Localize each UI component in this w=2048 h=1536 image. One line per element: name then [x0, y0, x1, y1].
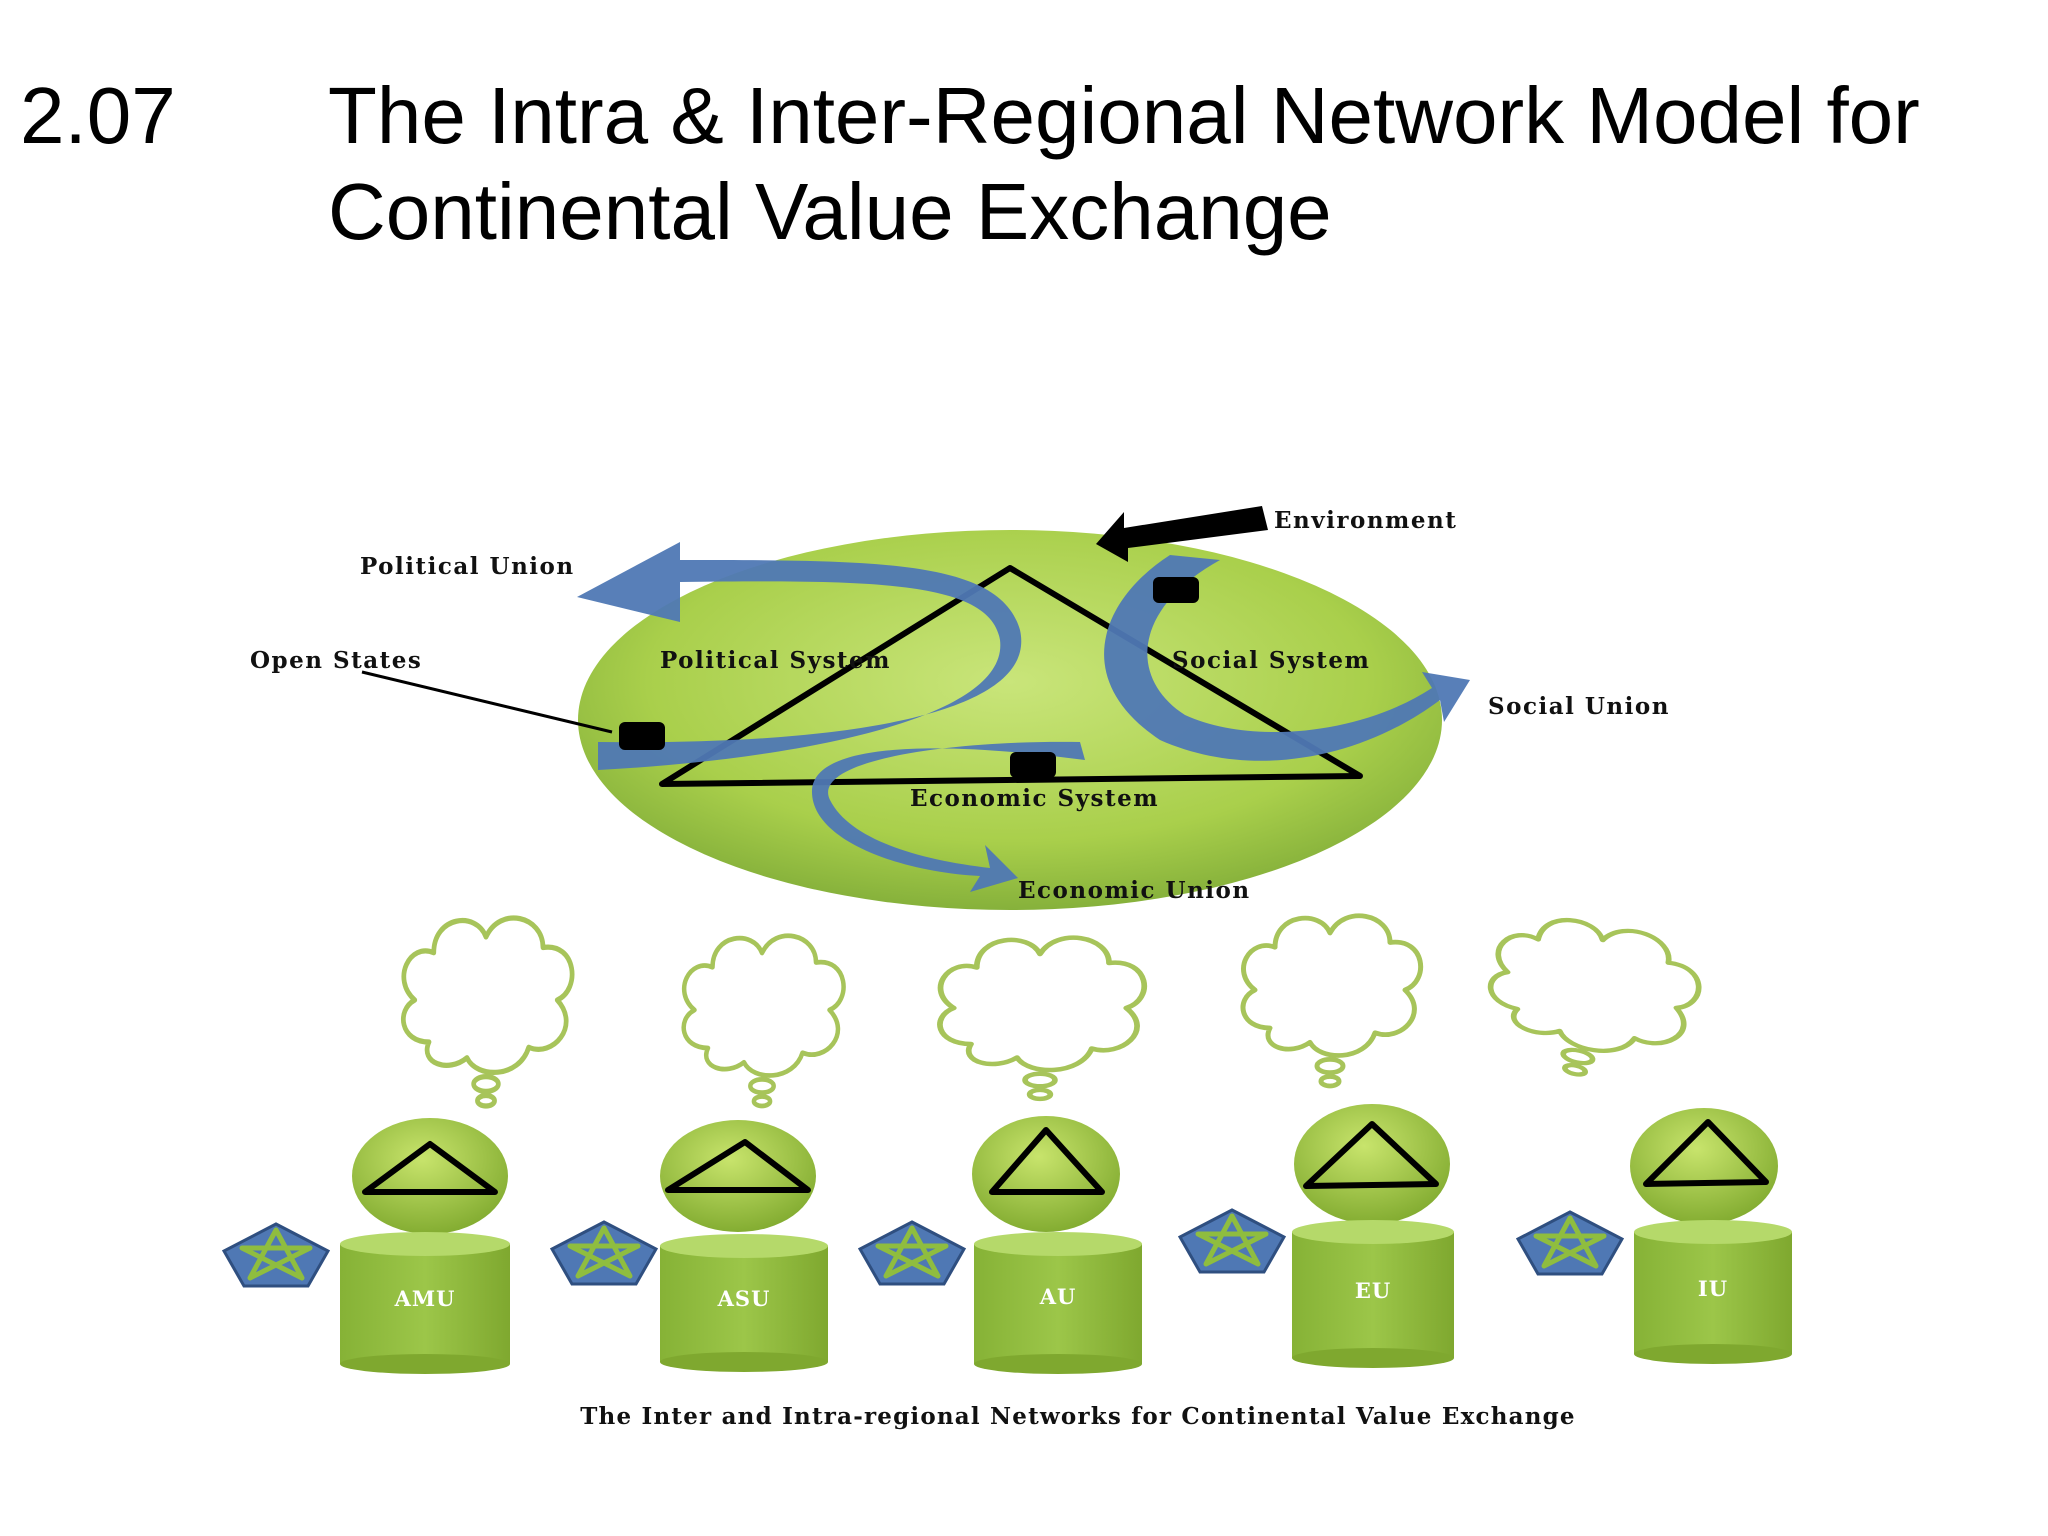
system-triangle: [659, 565, 1363, 787]
thought-cloud-icon: [1243, 916, 1421, 1086]
open-states-pointer: [361, 670, 613, 734]
regional-node-asu: [660, 1120, 816, 1232]
regional-node-eu: [1294, 1104, 1450, 1224]
unit-label-iu: IU: [1698, 1276, 1728, 1301]
unit-label-asu: ASU: [717, 1286, 771, 1311]
slide-number: 2.07: [20, 71, 176, 160]
unit-cylinder-amu: AMU: [340, 1232, 510, 1374]
open-states-label: Open States: [250, 647, 422, 674]
pentagram-icon: [224, 1224, 328, 1286]
economic-system-label: Economic System: [910, 785, 1159, 812]
thought-cloud-icon: [403, 918, 572, 1106]
regional-oval: [578, 530, 1442, 910]
economic-node: [1010, 752, 1056, 778]
social-union-label: Social Union: [1488, 693, 1670, 720]
thought-cloud-icon: [940, 938, 1144, 1099]
open-states-node: [619, 722, 665, 750]
regional-node-iu: [1630, 1108, 1778, 1224]
environment-arrow: [1096, 506, 1268, 562]
diagram-caption: The Inter and Intra-regional Networks fo…: [580, 1403, 1576, 1430]
regional-node-au: [972, 1116, 1120, 1232]
unit-cylinder-au: AU: [974, 1232, 1142, 1374]
pentagram-icon: [860, 1222, 964, 1284]
regional-node-amu: [352, 1118, 508, 1234]
pentagram-icon: [552, 1222, 656, 1284]
economic-union-label: Economic Union: [1018, 877, 1251, 904]
slide-title: 2.07 The Intra & Inter-Regional Network …: [0, 58, 2048, 258]
economic-union-arrow: [811, 741, 1085, 892]
social-node: [1153, 577, 1199, 603]
political-system-label: Political System: [660, 647, 891, 674]
unit-cylinder-eu: EU: [1292, 1220, 1454, 1368]
thought-cloud-icon: [1476, 904, 1707, 1095]
pentagram-icon: [1518, 1212, 1622, 1274]
environment-label: Environment: [1274, 507, 1457, 534]
unit-label-au: AU: [1039, 1284, 1077, 1309]
social-system-label: Social System: [1172, 647, 1370, 674]
political-union-label: Political Union: [360, 553, 575, 580]
unit-label-amu: AMU: [394, 1286, 456, 1311]
unit-cylinder-asu: ASU: [660, 1234, 828, 1372]
pentagram-icon: [1180, 1210, 1284, 1272]
slide-heading: The Intra & Inter-Regional Network Model…: [328, 71, 1920, 256]
thought-cloud-icon: [684, 936, 844, 1106]
unit-cylinder-iu: IU: [1634, 1220, 1792, 1364]
unit-label-eu: EU: [1355, 1278, 1391, 1303]
